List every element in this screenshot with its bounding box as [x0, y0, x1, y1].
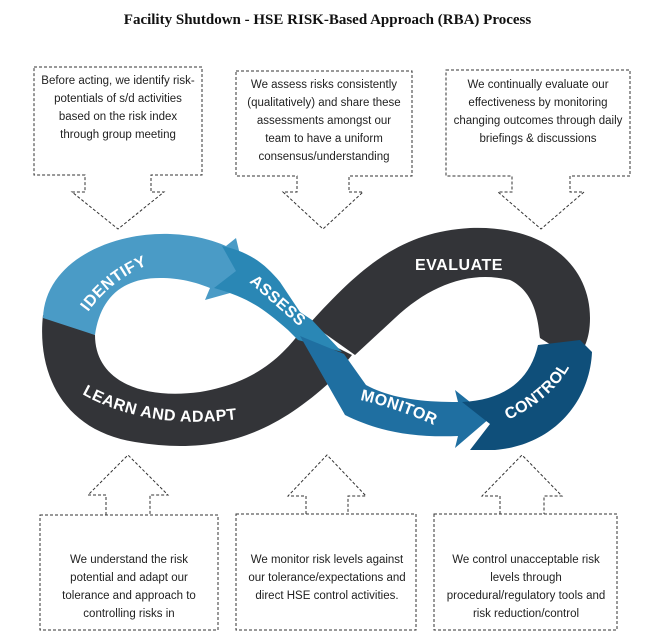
stage-label-evaluate: EVALUATE: [415, 257, 503, 274]
callout-assess-text: We assess risks consistently (qualitativ…: [247, 79, 401, 163]
callout-learn-text: We understand the risk potential and ada…: [62, 554, 196, 620]
evaluate-segment: [310, 227, 590, 360]
learn-and-adapt-segment: [42, 315, 352, 446]
callout-identify-text: Before acting, we identify risk-potentia…: [41, 75, 195, 141]
monitor-segment: [300, 336, 490, 448]
page-title: Facility Shutdown - HSE RISK-Based Appro…: [123, 12, 532, 28]
assess-segment: [214, 246, 342, 352]
callout-monitor-text: We monitor risk levels against our toler…: [248, 554, 406, 602]
callout-evaluate-text: We continually evaluate our effectivenes…: [453, 79, 623, 145]
identify-segment: [43, 233, 248, 335]
callout-control-text: We control unacceptable risk levels thro…: [446, 554, 606, 620]
control-segment: [462, 340, 592, 450]
